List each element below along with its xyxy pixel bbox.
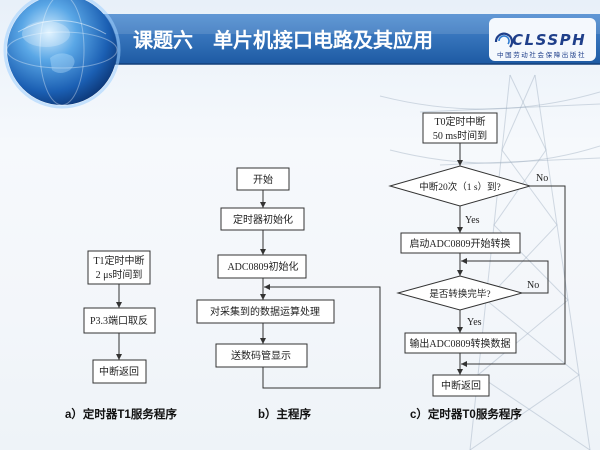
node-label: 开始 xyxy=(253,173,273,186)
no-branch-to-return xyxy=(461,185,566,367)
publisher-logo: CLSSPH 中国劳动社会保障出版社 xyxy=(489,18,596,61)
decision-interrupt-count: 中断20次（1 s）到? xyxy=(388,165,532,207)
branch-label-no: No xyxy=(527,280,539,291)
branch-label-yes: Yes xyxy=(467,317,482,328)
node-label: 定时器初始化 xyxy=(233,213,293,226)
node-label: 中断返回 xyxy=(441,379,481,392)
node-label: 输出ADC0809转换数据 xyxy=(409,337,510,350)
logo-panel xyxy=(489,18,596,61)
node-interrupt-return: 中断返回 xyxy=(92,359,147,384)
node-start: 开始 xyxy=(236,167,290,191)
node-toggle-port: P3.3端口取反 xyxy=(83,307,156,334)
flowchart-b: 开始 定时器初始化 ADC0809初始化 对采集到的数据运算处理 送数码管显示 … xyxy=(196,167,381,421)
tower-lattice-a xyxy=(477,74,591,450)
publisher-name: 中国劳动社会保障出版社 xyxy=(497,50,586,59)
node-box xyxy=(196,299,335,324)
node-label-line2: 2 μs时间到 xyxy=(96,268,143,281)
node-label: ADC0809初始化 xyxy=(227,260,298,273)
flowchart-a: T1定时中断 2 μs时间到 P3.3端口取反 中断返回 a）定时器T1服务程序 xyxy=(65,250,177,421)
header-bar: 课题六 单片机接口电路及其应用 CLSSPH 中国劳动社会保障出版社 xyxy=(96,14,600,65)
publisher-logo-icon xyxy=(494,32,514,48)
power-wire-1 xyxy=(379,91,600,110)
no-branch-wait-loop xyxy=(461,258,549,294)
node-t1-interrupt-entry: T1定时中断 2 μs时间到 xyxy=(87,250,151,285)
node-label: 启动ADC0809开始转换 xyxy=(409,237,510,250)
node-label-line1: T1定时中断 xyxy=(93,254,144,267)
node-label-line1: T0定时中断 xyxy=(434,115,485,128)
tower-crossarm-lower xyxy=(439,157,600,166)
loop-back-arrow xyxy=(262,284,381,389)
tower-lattice-b xyxy=(469,74,580,450)
branch-label-yes: Yes xyxy=(465,215,480,226)
page-title: 课题六 单片机接口电路及其应用 xyxy=(133,28,433,52)
flowchart-c-caption: c）定时器T0服务程序 xyxy=(410,407,522,421)
node-box xyxy=(92,359,147,384)
globe-icon xyxy=(3,0,121,109)
node-timer-init: 定时器初始化 xyxy=(220,207,305,231)
decision-label: 是否转换完毕? xyxy=(429,288,490,300)
decision-label: 中断20次（1 s）到? xyxy=(419,181,501,193)
flowchart-a-caption: a）定时器T1服务程序 xyxy=(65,407,177,421)
tower-leg-right xyxy=(534,74,591,450)
node-box xyxy=(83,307,156,334)
branch-label-no: No xyxy=(536,173,548,184)
globe-sphere xyxy=(7,0,117,105)
node-adc-init: ADC0809初始化 xyxy=(217,254,307,279)
title-bar-gloss xyxy=(96,14,600,34)
node-process-data: 对采集到的数据运算处理 xyxy=(196,299,335,324)
flowchart-c: T0定时中断 50 ms时间到 中断20次（1 s）到? No Yes 启动AD… xyxy=(388,112,566,421)
node-label-line2: 50 ms时间到 xyxy=(433,129,487,142)
node-box xyxy=(217,254,307,279)
node-label: 中断返回 xyxy=(99,365,139,378)
tower-crossarm-upper xyxy=(419,103,600,113)
background-tower-watermark xyxy=(379,74,600,450)
decision-conversion-done: 是否转换完毕? xyxy=(396,275,524,311)
globe-landmass xyxy=(50,53,75,73)
node-label: 对采集到的数据运算处理 xyxy=(210,305,320,318)
globe-arc xyxy=(17,20,107,35)
power-wire-2 xyxy=(389,145,600,164)
node-box xyxy=(215,343,308,368)
node-display: 送数码管显示 xyxy=(215,343,308,368)
globe-latitude xyxy=(6,31,118,69)
node-label: P3.3端口取反 xyxy=(90,314,148,327)
globe-glow xyxy=(3,0,121,109)
node-t0-interrupt-entry: T0定时中断 50 ms时间到 xyxy=(422,112,498,144)
globe-highlight xyxy=(22,21,70,47)
node-label: 送数码管显示 xyxy=(231,349,291,362)
globe-longitude xyxy=(39,0,85,106)
node-box xyxy=(432,374,490,397)
node-output-data: 输出ADC0809转换数据 xyxy=(404,332,517,354)
logo-text: CLSSPH xyxy=(512,31,586,49)
node-start-conversion: 启动ADC0809开始转换 xyxy=(400,232,521,254)
flowchart-b-caption: b）主程序 xyxy=(258,407,312,421)
node-interrupt-return: 中断返回 xyxy=(432,374,490,397)
